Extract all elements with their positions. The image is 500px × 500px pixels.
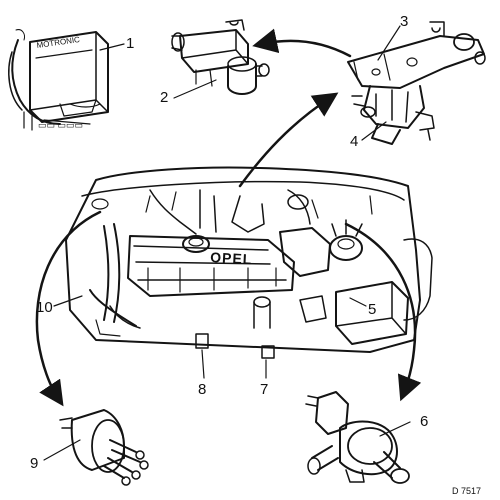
engine-bay-drawing [65, 166, 433, 359]
connector-drawing [59, 409, 149, 486]
ecu-part-marking: ▭▭ ▭▭▭ [38, 120, 83, 130]
relation-arrows [35, 28, 422, 407]
ecu-label: MOTRONIC [36, 35, 81, 50]
callout-7: 7 [260, 381, 268, 398]
callout-3: 3 [400, 13, 408, 30]
drawing-code: D 7517 [452, 486, 481, 496]
control-valve-drawing [171, 19, 270, 95]
intake-manifold-drawing [347, 21, 486, 145]
callout-numbers: 1 2 3 4 5 6 7 8 9 10 [30, 13, 428, 472]
callout-8: 8 [198, 381, 206, 398]
callout-4: 4 [350, 133, 358, 150]
callout-9: 9 [30, 455, 38, 472]
callout-1: 1 [126, 35, 134, 52]
ecu-unit-drawing [8, 29, 109, 131]
callout-2: 2 [160, 89, 168, 106]
leader-lines [43, 25, 411, 461]
idle-valve-drawing [305, 391, 410, 484]
engine-brand-lettering: OPEL [210, 249, 253, 267]
callout-10: 10 [36, 299, 53, 316]
callout-5: 5 [368, 301, 376, 318]
callout-6: 6 [420, 413, 428, 430]
